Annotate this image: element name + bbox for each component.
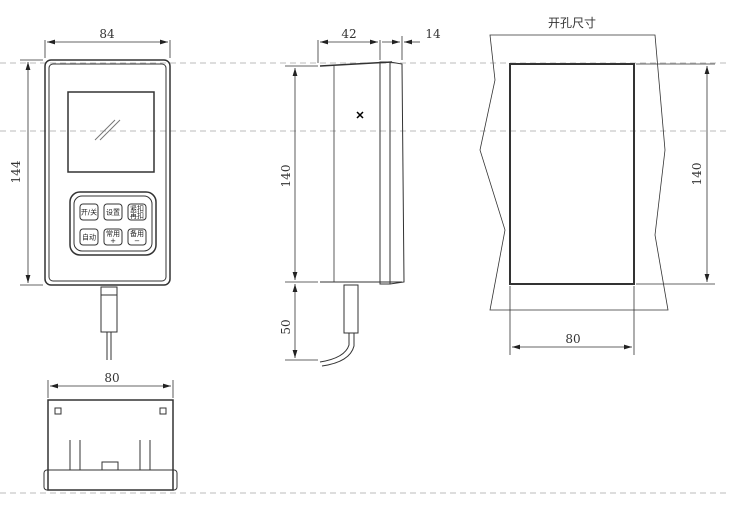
keypad-button	[79, 228, 99, 246]
keypad-button-sublabel: 再扣	[130, 211, 144, 220]
cutout-width-dim: 80	[565, 332, 580, 346]
cutout-title: 开孔尺寸	[548, 16, 596, 30]
front-view	[20, 39, 171, 360]
side-front-dim: 14	[425, 27, 441, 41]
keypad-button-sublabel: −	[134, 237, 140, 245]
center-lines	[0, 62, 729, 494]
keypad-button-label: 开/关	[81, 208, 97, 217]
keypad-button	[103, 228, 123, 246]
keypad-button-label: 自动	[82, 233, 96, 242]
keypad-button-label: 备用	[130, 229, 144, 238]
cutout-view	[479, 34, 715, 355]
keypad-button-label: 常用	[106, 229, 120, 238]
keypad-button-label: 设置	[106, 208, 120, 217]
keypad-button	[103, 203, 123, 221]
keypad-button-sublabel: +	[110, 237, 116, 245]
side-depth-dim: 42	[341, 27, 356, 41]
front-height-dim: 144	[9, 160, 23, 183]
side-view	[285, 36, 420, 367]
side-height-dim: 140	[279, 165, 293, 188]
keypad-button	[127, 203, 147, 221]
cutout-height-dim: 140	[690, 163, 704, 186]
keypad-button	[79, 203, 99, 221]
bottom-width-dim: 80	[104, 371, 119, 385]
keypad-button	[127, 228, 147, 246]
bottom-view	[43, 380, 178, 491]
side-cable-dim: 50	[279, 319, 293, 334]
front-width-dim: 84	[99, 27, 115, 41]
keypad-button-label: 紧扣	[130, 204, 144, 213]
cross-marker	[356, 111, 364, 119]
